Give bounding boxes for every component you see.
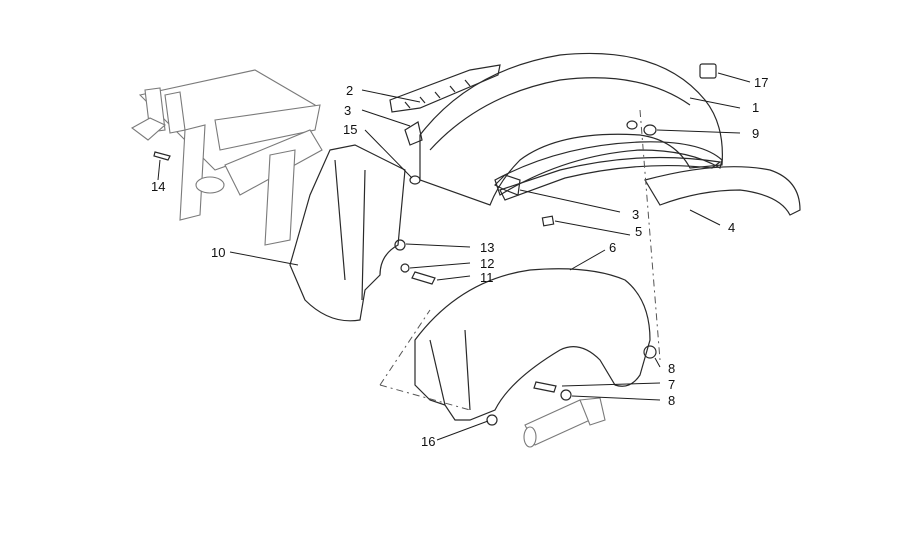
fender-bracket-upper	[404, 121, 423, 146]
callout-15: 15	[343, 122, 357, 137]
callout-11: 11	[480, 270, 494, 285]
callout-9: 9	[752, 126, 759, 141]
callout-2: 2	[346, 83, 353, 98]
callout-16: 16	[421, 434, 435, 449]
callout-1: 1	[752, 100, 759, 115]
callout-5: 5	[635, 224, 642, 239]
alignment-lines	[379, 109, 661, 411]
fender-extension	[644, 166, 801, 216]
fender-rack	[389, 64, 501, 113]
callout-8-upper: 8	[668, 361, 675, 376]
callout-3-upper: 3	[344, 103, 351, 118]
lower-support-tube	[523, 397, 606, 448]
callout-13: 13	[480, 240, 494, 255]
callout-7: 7	[668, 377, 675, 392]
callout-3-lower: 3	[632, 207, 639, 222]
clip-nut	[541, 215, 555, 227]
callout-4: 4	[728, 220, 735, 235]
callout-labels: 1 2 3 15 17 9 3 4 5 6 13 12 11 10 14 8 7…	[151, 75, 768, 449]
callout-17: 17	[754, 75, 768, 90]
side-cover	[414, 268, 651, 421]
callout-14: 14	[151, 179, 165, 194]
rear-fender	[419, 52, 723, 206]
callout-10: 10	[211, 245, 225, 260]
callout-8-lower: 8	[668, 393, 675, 408]
fender-riveted-band	[494, 141, 723, 196]
callout-6: 6	[609, 240, 616, 255]
fasteners	[153, 63, 717, 426]
leader-lines	[157, 72, 751, 441]
inner-mudguard	[289, 144, 406, 322]
callout-12: 12	[480, 256, 494, 271]
fender-bracket-lower	[493, 174, 521, 196]
frame-tubes	[130, 69, 323, 246]
